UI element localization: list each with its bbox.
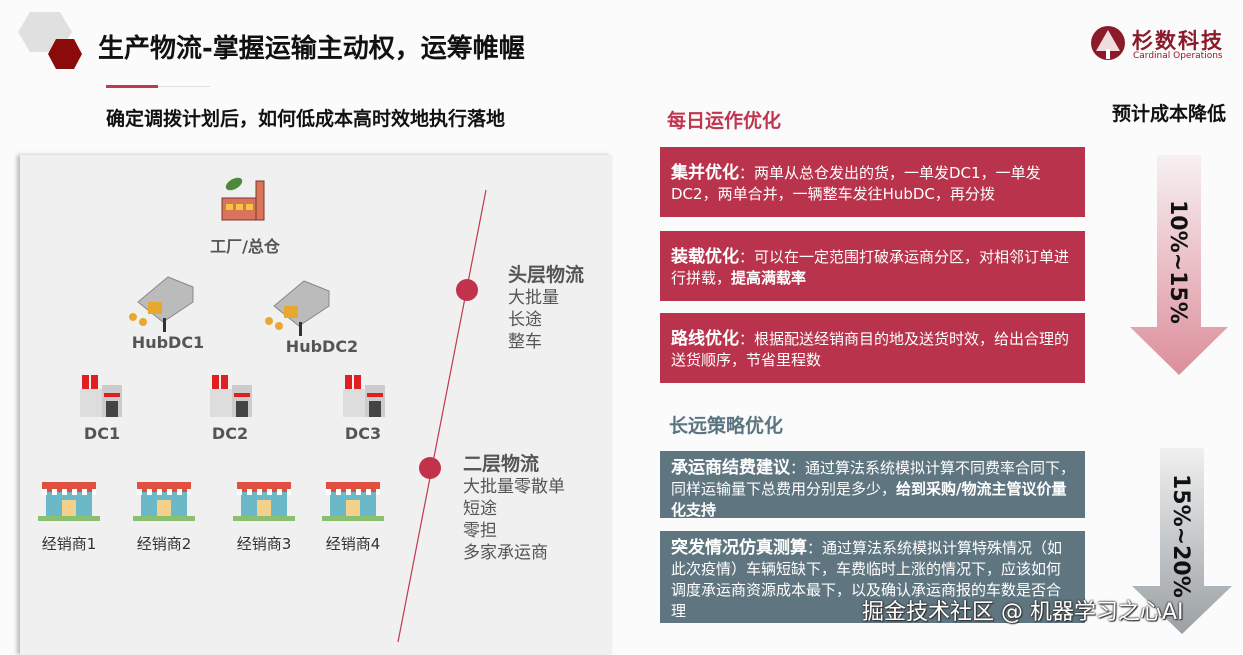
item-text: ：通过算法系统模拟计算不同费率合同下，同样运输量下总费用分别是多少，: [671, 459, 1076, 498]
hexagon-decoration: [18, 12, 82, 69]
layer2-item: 多家承运商: [463, 543, 548, 563]
hub-warehouse-icon: [265, 280, 330, 336]
item-text: ：两单从总仓发出的货，一单发DC1，一单发DC2，两单合并，一辆整车发往HubD…: [671, 164, 1041, 203]
layer2-item: 短途: [463, 499, 497, 519]
daily-section-title: 每日运作优化: [667, 110, 782, 132]
layer1-item: 整车: [508, 332, 542, 352]
daily-item-box: 装载优化：可以在一定范围打破承运商分区，对相邻订单进行拼载，提高满载率: [660, 231, 1085, 301]
factory-label: 工厂/总仓: [210, 237, 280, 256]
strategy-section-title: 长远策略优化: [669, 415, 784, 437]
dealer-shop-icon: [133, 482, 195, 521]
dc-label: DC3: [344, 424, 382, 443]
dealer-label: 经销商3: [236, 535, 292, 553]
item-head: 承运商结费建议: [671, 458, 790, 478]
layer2-block: 二层物流 大批量零散单 短途 零担 多家承运商: [463, 449, 565, 564]
daily-item-box: 集并优化：两单从总仓发出的货，一单发DC1，一单发DC2，两单合并，一辆整车发往…: [660, 147, 1085, 217]
dc-building-icon: [343, 375, 385, 417]
layer-divider-line: [397, 189, 487, 642]
strategy-cost-range: 15%~20%: [1168, 474, 1193, 598]
daily-item-box: 路线优化：根据配送经销商目的地及送货时效，给出合理的送货顺序，节省里程数: [660, 313, 1085, 383]
dc-label: DC2: [211, 424, 249, 443]
down-arrow-icon: [1130, 155, 1228, 375]
dealer-shop-icon: [233, 482, 295, 521]
logo-name: 杉数科技: [1132, 29, 1224, 53]
item-text: ：通过算法系统模拟计算特殊情况（如此次疫情）车辆短缺下，车费临时上涨的情况下，应…: [671, 539, 1063, 620]
layer2-item: 零担: [463, 521, 497, 541]
layer1-item: 大批量: [508, 288, 559, 308]
strategy-item-box: 突发情况仿真测算：通过算法系统模拟计算特殊情况（如此次疫情）车辆短缺下，车费临时…: [660, 531, 1085, 623]
cost-title: 预计成本降低: [1112, 103, 1227, 125]
dc-label: DC1: [83, 424, 121, 443]
factory-icon: [221, 177, 265, 221]
dealer-shop-icon: [38, 482, 100, 521]
watermark: 掘金技术社区 @ 机器学习之心AI: [862, 600, 1184, 625]
hub-warehouse-icon: [129, 276, 194, 332]
layer2-dot: [419, 457, 441, 479]
hub-label: HubDC1: [131, 333, 205, 352]
logo-english: Cardinal Operations: [1133, 51, 1223, 61]
strategy-item-box: 承运商结费建议：通过算法系统模拟计算不同费率合同下，同样运输量下总费用分别是多少…: [660, 451, 1085, 519]
item-head: 集并优化: [671, 163, 739, 183]
dc-node: [80, 375, 124, 421]
layer1-dot: [456, 279, 478, 301]
item-head: 装载优化: [671, 247, 739, 267]
item-text: ：根据配送经销商目的地及送货时效，给出合理的送货顺序，节省里程数: [671, 330, 1070, 369]
layer2-item: 大批量零散单: [463, 477, 565, 497]
item-bold: 给到采购/物流主管议价量化支持: [671, 480, 1067, 519]
item-head: 路线优化: [671, 329, 739, 349]
dc-node: [210, 375, 254, 421]
title-divider: [158, 86, 210, 87]
page-title: 生产物流-掌握运输主动权，运筹帷幄: [98, 34, 525, 64]
dealer-label: 经销商1: [41, 535, 97, 553]
daily-cost-range: 10%~15%: [1165, 200, 1190, 324]
layer1-item: 长途: [508, 310, 542, 330]
dc-building-icon: [210, 375, 252, 417]
logo: 杉数科技 Cardinal Operations: [1090, 25, 1240, 65]
layer2-title: 二层物流: [463, 453, 540, 475]
item-text: ：可以在一定范围打破承运商分区，对相邻订单进行拼载，: [671, 248, 1070, 287]
layer1-title: 头层物流: [508, 264, 585, 286]
dealer-label: 经销商2: [136, 535, 192, 553]
hub-label: HubDC2: [285, 337, 359, 356]
subtitle: 确定调拨计划后，如何低成本高时效地执行落地: [106, 108, 506, 130]
title-accent-line: [106, 85, 158, 88]
logo-tree-icon: [1091, 26, 1125, 60]
layer1-block: 头层物流 大批量 长途 整车: [508, 260, 584, 353]
down-arrow-icon: [1132, 448, 1232, 634]
dealer-label: 经销商4: [325, 535, 381, 553]
dealer-shop-icon: [322, 482, 384, 521]
dc-building-icon: [80, 375, 122, 417]
item-bold: 提高满载率: [731, 269, 807, 287]
item-head: 突发情况仿真测算: [671, 538, 807, 558]
dc-node: [343, 375, 387, 421]
